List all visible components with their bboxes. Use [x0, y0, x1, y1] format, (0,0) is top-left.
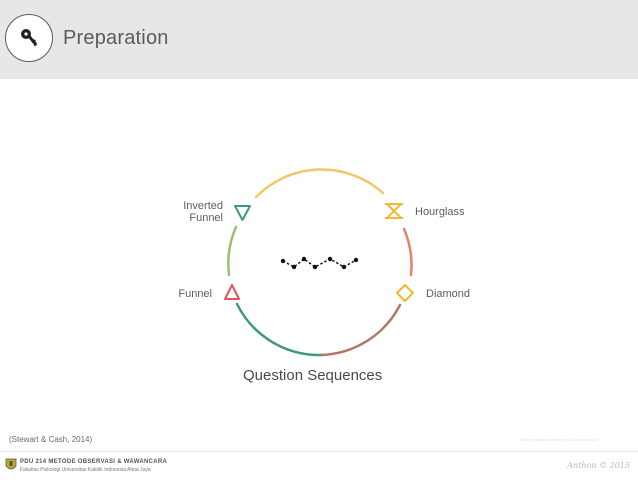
- funnel-icon: [224, 284, 240, 300]
- university-logo: [5, 458, 17, 470]
- zigzag-path-icon: [280, 256, 359, 270]
- course-title: PDU 214 METODE OBSERVASI & WAWANCARA: [20, 459, 168, 465]
- inverted-funnel-label-line2: Funnel: [189, 212, 223, 224]
- author-signature: Anthon © 2015: [567, 461, 630, 470]
- briefcase-key-icon: [5, 14, 53, 62]
- page-title: Preparation: [63, 27, 169, 49]
- diamond-label: Diamond: [426, 288, 471, 300]
- diamond-icon: [396, 284, 414, 302]
- ring-arc-bottom: [235, 302, 322, 357]
- footer: PDU 214 METODE OBSERVASI & WAWANCARA Fak…: [0, 451, 638, 480]
- ring-arc-top: [254, 168, 385, 199]
- faculty-name: Fakultas Psikologi Universitas Katolik I…: [20, 467, 151, 473]
- ring-arc-left: [227, 225, 238, 277]
- inverted-funnel-icon: [234, 205, 251, 221]
- inverted-funnel-label: Inverted Funnel: [163, 200, 223, 224]
- inverted-funnel-label-line1: Inverted: [183, 200, 223, 212]
- ring-arc-right: [402, 227, 413, 277]
- ring-arc-bottom-right: [318, 303, 402, 357]
- question-sequence-diagram: [224, 168, 414, 357]
- diagram-caption: Question Sequences: [243, 367, 383, 384]
- header-bar: Preparation: [0, 0, 638, 79]
- funnel-label: Funnel: [178, 288, 212, 300]
- hourglass-icon: [385, 203, 403, 219]
- citation: (Stewart & Cash, 2014): [9, 435, 93, 444]
- template-credit: Slide template adapted from SlidesCarniv…: [520, 437, 597, 442]
- sequence-ring: [227, 168, 413, 357]
- hourglass-label: Hourglass: [415, 206, 465, 218]
